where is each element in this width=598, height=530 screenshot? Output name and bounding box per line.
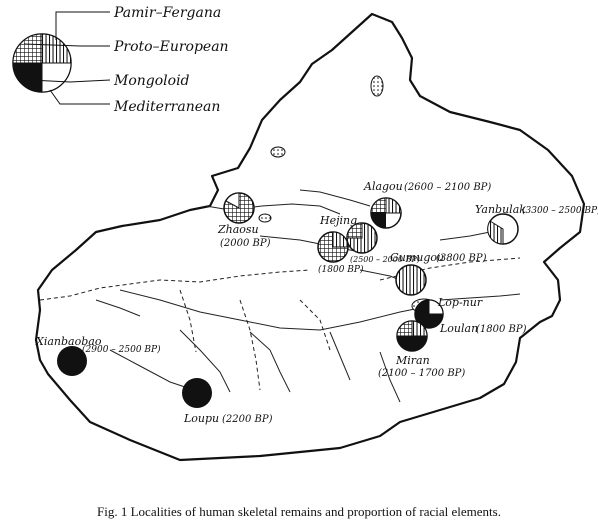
site-xianbaobao: Xianbaobao (2900 – 2500 BP) (35, 335, 161, 376)
site-alagou-name: Alagou (363, 180, 403, 193)
xinjiang-map: Pamir–Fergana Proto–European Mongoloid M… (12, 5, 598, 462)
region-outline (34, 12, 586, 462)
legend-pamir-sector (41, 33, 72, 64)
site-hejing-name: Hejing (319, 214, 357, 227)
rivers (95, 189, 521, 403)
site-zhaosu-name: Zhaosu (217, 223, 259, 236)
site-alagou: Alagou (2600 – 2100 BP) (363, 180, 491, 229)
site-loupu-date: (2200 BP) (222, 414, 273, 425)
site-loupu: Loupu (2200 BP) (182, 378, 273, 425)
site-gumugou: Gumugou (3800 BP) (390, 251, 487, 296)
site-hejing-date2: (2500 – 2000 BP) (350, 255, 420, 264)
site-loulan: Lop-nur Loulan (1800 BP) (414, 296, 527, 335)
legend-label-proto: Proto–European (113, 39, 229, 55)
site-yanbulak-name: Yanbulak (475, 203, 526, 216)
site-yanbulak-date: (3300 – 2500 BP) (522, 205, 598, 216)
site-xianbaobao-date: (2900 – 2500 BP) (82, 344, 161, 355)
dashed-boundaries (39, 257, 521, 391)
site-lopnur-name: Lop-nur (437, 296, 483, 309)
legend: Pamir–Fergana Proto–European Mongoloid M… (12, 5, 229, 115)
site-loupu-name: Loupu (183, 412, 219, 425)
site-yanbulak: Yanbulak (3300 – 2500 BP) (475, 203, 598, 245)
site-miran: Miran (2100 – 1700 BP) (378, 320, 465, 379)
site-zhaosu-date: (2000 BP) (220, 238, 271, 249)
site-hejing-date: (1800 BP) (318, 264, 364, 275)
legend-mongoloid-sector (13, 63, 42, 92)
site-miran-date: (2100 – 1700 BP) (378, 368, 465, 379)
site-zhaosu: Zhaosu (2000 BP) (217, 192, 271, 249)
legend-label-mongoloid: Mongoloid (113, 73, 190, 89)
legend-proto-sector (12, 33, 43, 64)
legend-label-mediterranean: Mediterranean (113, 99, 220, 115)
legend-mediterranean-sector (41, 62, 72, 93)
figure-caption: Fig. 1 Localities of human skeletal rema… (97, 504, 501, 519)
site-gumugou-name: Gumugou (390, 251, 444, 264)
site-miran-name: Miran (395, 354, 430, 367)
lake (370, 75, 384, 97)
site-gumugou-date: (3800 BP) (436, 253, 487, 264)
lake (270, 146, 286, 158)
site-loulan-name: Loulan (439, 322, 478, 335)
lake (258, 213, 272, 223)
site-alagou-date: (2600 – 2100 BP) (404, 182, 491, 193)
legend-label-pamir: Pamir–Fergana (113, 5, 221, 21)
site-xianbaobao-name: Xianbaobao (35, 335, 102, 348)
site-loulan-date: (1800 BP) (476, 324, 527, 335)
site-hejing: Hejing (1800 BP) (2500 – 2000 BP) (317, 214, 420, 275)
